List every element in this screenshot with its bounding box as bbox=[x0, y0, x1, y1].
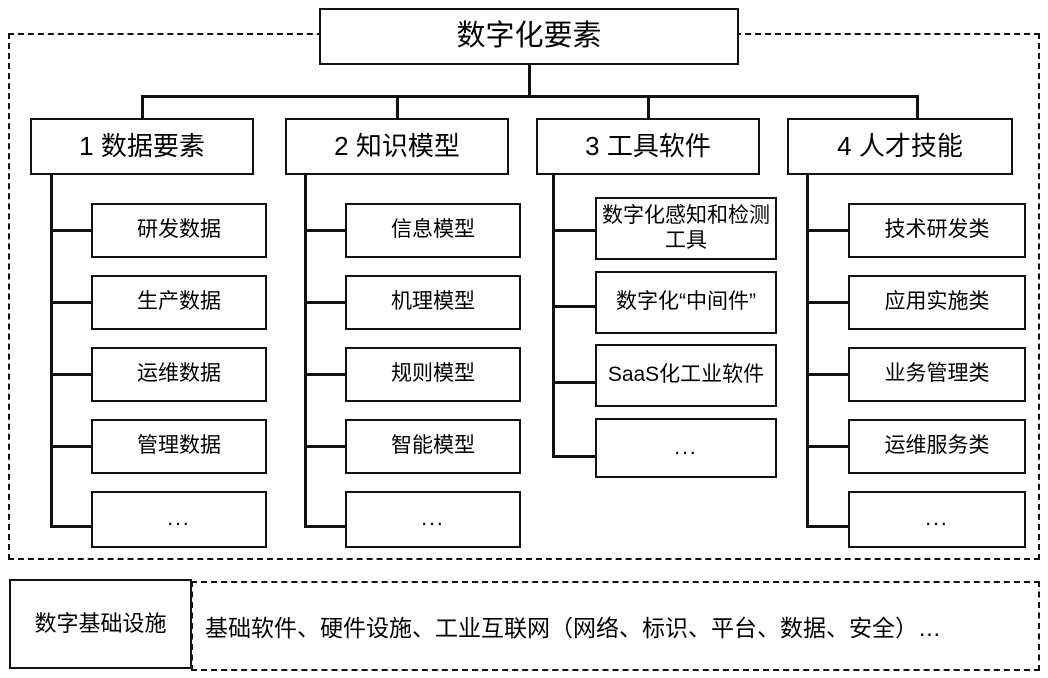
column-1-stub-5 bbox=[50, 525, 92, 528]
column-1-stub-1 bbox=[50, 229, 92, 232]
column-4-stub-3 bbox=[806, 373, 849, 376]
column-1-item-3-label: 运维数据 bbox=[137, 362, 221, 386]
column-1-item-3[interactable]: 运维数据 bbox=[91, 347, 267, 402]
column-3-item-4[interactable]: ... bbox=[595, 418, 777, 478]
column-3-item-2[interactable]: 数字化“中间件” bbox=[595, 271, 777, 334]
column-4-stub-1 bbox=[806, 229, 849, 232]
column-2-stub-5 bbox=[304, 525, 346, 528]
column-3-spine-line bbox=[552, 174, 555, 457]
column-4-item-3[interactable]: 业务管理类 bbox=[848, 347, 1026, 402]
column-2-item-3-label: 规则模型 bbox=[391, 362, 475, 386]
column-3-item-1-label: 数字化感知和检测工具 bbox=[602, 203, 770, 252]
column-4-spine-line bbox=[806, 174, 809, 527]
column-2-item-1-label: 信息模型 bbox=[391, 218, 475, 242]
column-3-item-3-label: SaaS化工业软件 bbox=[607, 363, 765, 387]
column-4-item-5[interactable]: ... bbox=[848, 491, 1026, 548]
column-2-spine-line bbox=[304, 174, 307, 527]
column-1-item-2-label: 生产数据 bbox=[137, 290, 221, 314]
column-1-spine-line bbox=[50, 174, 53, 527]
category-header-1[interactable]: 1 数据要素 bbox=[30, 118, 254, 175]
column-2-item-5[interactable]: ... bbox=[345, 491, 521, 548]
column-2-stub-4 bbox=[304, 445, 346, 448]
column-3-stub-2 bbox=[552, 305, 596, 308]
category-header-4-label: 4 人才技能 bbox=[837, 130, 963, 161]
bus-drop-line-4 bbox=[916, 95, 919, 119]
category-header-3[interactable]: 3 工具软件 bbox=[536, 118, 760, 175]
column-4-item-2-label: 应用实施类 bbox=[884, 290, 990, 314]
column-3-item-1[interactable]: 数字化感知和检测工具 bbox=[595, 197, 777, 260]
column-3-item-4-label: ... bbox=[674, 435, 698, 459]
infrastructure-description: 基础软件、硬件设施、工业互联网（网络、标识、平台、数据、安全）… bbox=[205, 615, 941, 641]
column-3-stub-1 bbox=[552, 229, 596, 232]
column-2-item-2-label: 机理模型 bbox=[391, 290, 475, 314]
column-4-item-3-label: 业务管理类 bbox=[884, 362, 990, 386]
root-node-digital-elements[interactable]: 数字化要素 bbox=[319, 8, 739, 65]
column-4-item-1[interactable]: 技术研发类 bbox=[848, 203, 1026, 258]
column-1-stub-2 bbox=[50, 301, 92, 304]
column-3-stub-4 bbox=[552, 455, 596, 458]
column-2-stub-2 bbox=[304, 301, 346, 304]
category-header-2[interactable]: 2 知识模型 bbox=[285, 118, 509, 175]
column-1-item-2[interactable]: 生产数据 bbox=[91, 275, 267, 330]
column-4-item-2[interactable]: 应用实施类 bbox=[848, 275, 1026, 330]
category-header-1-label: 1 数据要素 bbox=[79, 130, 205, 161]
column-4-item-5-label: ... bbox=[925, 507, 949, 531]
column-4-item-4[interactable]: 运维服务类 bbox=[848, 419, 1026, 474]
category-header-4[interactable]: 4 人才技能 bbox=[787, 118, 1013, 175]
column-2-stub-3 bbox=[304, 373, 346, 376]
column-4-item-1-label: 技术研发类 bbox=[884, 218, 990, 242]
column-2-item-4[interactable]: 智能模型 bbox=[345, 419, 521, 474]
column-4-stub-2 bbox=[806, 301, 849, 304]
column-2-stub-1 bbox=[304, 229, 346, 232]
column-2-item-1[interactable]: 信息模型 bbox=[345, 203, 521, 258]
column-1-item-1[interactable]: 研发数据 bbox=[91, 203, 267, 258]
column-3-item-2-label: 数字化“中间件” bbox=[616, 290, 756, 314]
infrastructure-label-box[interactable]: 数字基础设施 bbox=[9, 579, 192, 669]
category-header-3-label: 3 工具软件 bbox=[585, 130, 711, 161]
column-1-item-1-label: 研发数据 bbox=[137, 218, 221, 242]
column-3-item-3[interactable]: SaaS化工业软件 bbox=[595, 344, 777, 407]
bus-drop-line-1 bbox=[141, 95, 144, 119]
root-node-label: 数字化要素 bbox=[456, 19, 602, 52]
column-1-stub-4 bbox=[50, 445, 92, 448]
distribution-bus-line bbox=[141, 95, 918, 98]
column-1-item-5[interactable]: ... bbox=[91, 491, 267, 548]
root-trunk-line bbox=[528, 64, 531, 97]
bus-drop-line-2 bbox=[396, 95, 399, 119]
column-4-stub-5 bbox=[806, 525, 849, 528]
column-1-stub-3 bbox=[50, 373, 92, 376]
column-4-item-4-label: 运维服务类 bbox=[884, 434, 990, 458]
category-header-2-label: 2 知识模型 bbox=[334, 130, 460, 161]
column-2-item-5-label: ... bbox=[421, 507, 445, 531]
column-2-item-4-label: 智能模型 bbox=[391, 434, 475, 458]
bus-drop-line-3 bbox=[647, 95, 650, 119]
infrastructure-region-border bbox=[191, 581, 1040, 671]
column-1-item-4[interactable]: 管理数据 bbox=[91, 419, 267, 474]
column-2-item-3[interactable]: 规则模型 bbox=[345, 347, 521, 402]
column-1-item-4-label: 管理数据 bbox=[137, 434, 221, 458]
column-4-stub-4 bbox=[806, 445, 849, 448]
infrastructure-label: 数字基础设施 bbox=[34, 611, 167, 637]
column-2-item-2[interactable]: 机理模型 bbox=[345, 275, 521, 330]
column-3-stub-3 bbox=[552, 381, 596, 384]
column-1-item-5-label: ... bbox=[167, 507, 191, 531]
